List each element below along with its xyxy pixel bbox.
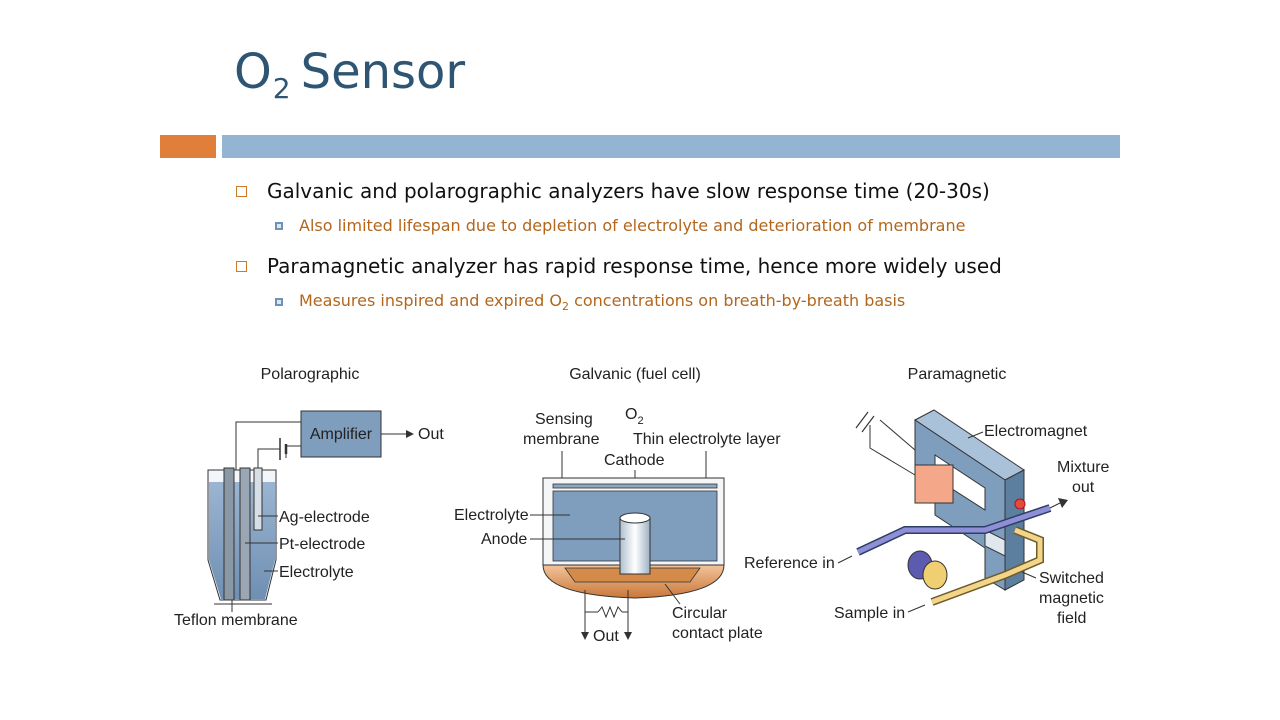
ag-electrode	[253, 467, 263, 531]
switched-field-label-2: magnetic	[1039, 590, 1104, 607]
title-o: O	[234, 44, 272, 100]
electromagnet-label: Electromagnet	[984, 423, 1088, 440]
electrolyte-label: Electrolyte	[454, 507, 529, 524]
pt-electrode	[223, 467, 235, 601]
anode-cylinder	[619, 517, 651, 575]
thin-electrolyte-label: Thin electrolyte layer	[633, 431, 781, 448]
bullet-square-icon	[236, 185, 247, 197]
polarographic-heading: Polarographic	[261, 366, 360, 383]
sensing-label-1: Sensing	[535, 411, 593, 428]
title-rest: Sensor	[300, 44, 466, 100]
switched-field-label-3: field	[1057, 610, 1086, 627]
anode-label: Anode	[481, 531, 527, 548]
indicator-dot	[1014, 498, 1026, 510]
polarographic-diagram: Polarographic Amplifier Out Ag-electrode…	[174, 366, 444, 629]
title-subscript: 2	[272, 72, 291, 105]
title-bar	[222, 135, 1120, 158]
bullet-square-icon	[236, 260, 247, 272]
sensing-membrane	[552, 483, 718, 489]
galvanic-out-label: Out	[593, 628, 619, 645]
bullet-level2: Measures inspired and expired O2 concent…	[275, 291, 905, 313]
arrow-down-icon	[624, 632, 632, 640]
bullet-text: Paramagnetic analyzer has rapid response…	[267, 254, 1002, 278]
mixture-out-label-1: Mixture	[1057, 459, 1110, 476]
pt-electrode-label: Pt-electrode	[279, 536, 365, 553]
sub-bullet-text: Measures inspired and expired O2 concent…	[299, 291, 906, 314]
mixture-out-label-2: out	[1072, 479, 1095, 496]
sub-bullet-square-icon	[275, 298, 283, 307]
coil-icon	[914, 464, 954, 504]
amplifier-box	[300, 410, 382, 458]
bullet-level1: Galvanic and polarographic analyzers hav…	[236, 179, 990, 203]
switched-field-label-1: Switched	[1039, 570, 1104, 587]
electrolyte-label: Electrolyte	[279, 564, 354, 581]
title-bar-accent	[160, 135, 216, 158]
paramagnetic-diagram: Paramagnetic Electromagnet Mixture out R…	[744, 366, 1110, 627]
cathode-label: Cathode	[604, 452, 665, 469]
paramagnetic-heading: Paramagnetic	[908, 366, 1007, 383]
galvanic-heading: Galvanic (fuel cell)	[569, 366, 701, 383]
contact-plate-label-1: Circular	[672, 605, 728, 622]
bullet-level1: Paramagnetic analyzer has rapid response…	[236, 254, 1002, 278]
sample-tube	[931, 527, 1043, 605]
switch-icon	[855, 411, 869, 429]
sub-bullet-text: Also limited lifespan due to depletion o…	[299, 216, 966, 235]
sensing-label-2: membrane	[523, 431, 600, 448]
arrow-icon	[1058, 498, 1068, 508]
bullet-text: Galvanic and polarographic analyzers hav…	[267, 179, 990, 203]
bullet-level2: Also limited lifespan due to depletion o…	[275, 216, 965, 235]
arrow-down-icon	[581, 632, 589, 640]
teflon-membrane-label: Teflon membrane	[174, 612, 298, 629]
sub-bullet-square-icon	[275, 221, 283, 230]
amplifier-label: Amplifier	[310, 426, 373, 443]
resistor-icon	[597, 605, 623, 619]
sample-in-label: Sample in	[834, 605, 905, 622]
amplifier-out-label: Out	[418, 426, 444, 443]
arrow-icon	[406, 430, 414, 438]
ag-electrode-label: Ag-electrode	[279, 509, 370, 526]
contact-plate-label-2: contact plate	[672, 625, 763, 642]
reference-in-label: Reference in	[744, 555, 835, 572]
o2-label: O2	[625, 406, 644, 427]
reference-tube	[856, 505, 1051, 555]
galvanic-diagram: Galvanic (fuel cell) O2 Sensing membrane…	[454, 366, 781, 645]
